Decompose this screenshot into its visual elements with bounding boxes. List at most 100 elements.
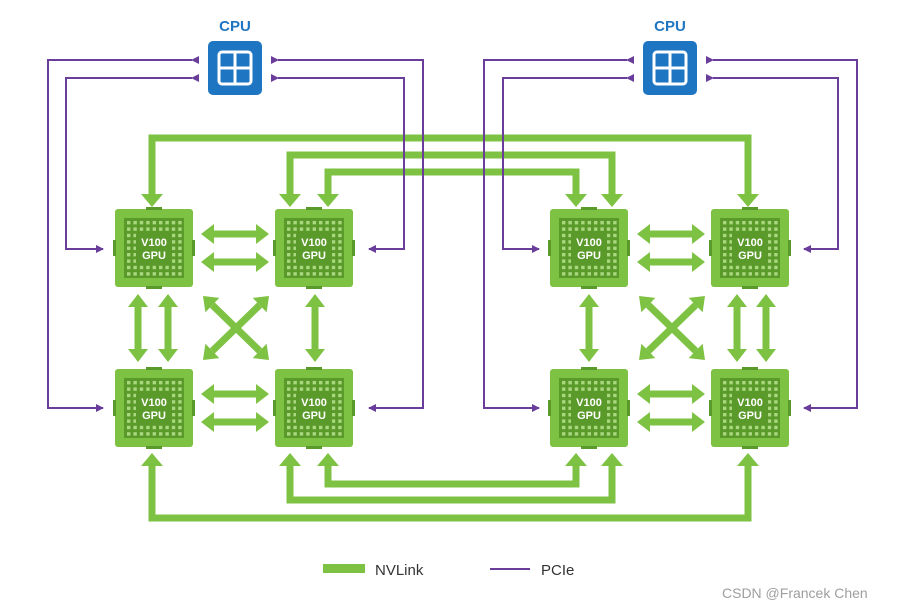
gpu-notch: [581, 446, 597, 449]
gpu-notch: [581, 367, 597, 370]
gpu-notch: [742, 286, 758, 289]
nvlink-left-bottom-h2-head: [256, 412, 269, 432]
nvlink-right-top-h2-head: [692, 252, 705, 272]
nvlink-left-v3-head: [305, 349, 325, 362]
nvlink-left-bottom-h2-head: [201, 412, 214, 432]
gpu-label-line2: GPU: [302, 250, 326, 262]
pcie-connections: [47, 56, 858, 412]
gpu-label-line1: V100: [737, 397, 763, 409]
nvlink-arrowhead: [279, 194, 301, 207]
nvlink-arrowhead: [565, 453, 587, 466]
gpu-notch: [113, 400, 116, 416]
nvlink-top-outer-loop: [148, 134, 752, 195]
gpu-label-line2: GPU: [738, 410, 762, 422]
nvlink-top-inner-loop: [324, 168, 580, 195]
nvlink-right-diag2-head: [688, 296, 705, 313]
nvlink-left-v1-head: [128, 294, 148, 307]
gpu-notch: [146, 446, 162, 449]
nvlink-right-diag1-head: [688, 343, 705, 360]
nvlink-left-v2-head: [158, 349, 178, 362]
gpu-label-plate: [732, 393, 768, 423]
cpu-label: CPU: [654, 18, 686, 35]
nvlink-arrowhead: [565, 194, 587, 207]
gpu-notch: [627, 400, 630, 416]
nvlink-left-top-h1-head: [201, 224, 214, 244]
nvlink-left-diag1-head: [203, 296, 220, 313]
nvlink-left-bottom-h1-head: [201, 384, 214, 404]
pcie-legend-label: PCIe: [541, 562, 574, 579]
gpu-notch: [146, 286, 162, 289]
gpu-label-plate: [136, 233, 172, 263]
nvlink-right-bottom-h2-head: [637, 412, 650, 432]
gpu-label-line2: GPU: [577, 410, 601, 422]
nvlink-legend-label: NVLink: [375, 562, 424, 579]
nvlink-right-v2-head: [727, 349, 747, 362]
nvlink-arrowhead: [141, 194, 163, 207]
nvlink-right-top-h2-head: [637, 252, 650, 272]
pcie-left-cpu-to-gpu-tl: [65, 74, 199, 253]
nvlink-bottom-middle-loop: [286, 464, 616, 504]
nvlink-right-bottom-h1-head: [637, 384, 650, 404]
pcie-right-cpu-to-gpu-tr: [706, 74, 839, 253]
legend: NVLink PCIe: [323, 562, 574, 579]
gpu-label-plate: [136, 393, 172, 423]
pcie-left-cpu-to-gpu-tr: [271, 74, 405, 253]
pcie-right-cpu-to-gpu-bl: [483, 56, 634, 412]
gpu-label-line1: V100: [301, 237, 327, 249]
nvlink-right-diag2: [645, 302, 699, 354]
nvlink-arrowhead: [737, 453, 759, 466]
nvlink-arrowhead: [601, 194, 623, 207]
gpu-label-line1: V100: [301, 397, 327, 409]
nvlink-left-v2-head: [158, 294, 178, 307]
gpu-notch: [352, 240, 355, 256]
nvlink-left-diag2-head: [203, 343, 220, 360]
gpu-label-plate: [296, 233, 332, 263]
nvlink-left-v1-head: [128, 349, 148, 362]
nvlink-arrowhead: [279, 453, 301, 466]
nvlink-left-diag2: [209, 302, 263, 354]
nvlink-bottom-outer-loop: [148, 464, 752, 522]
nvlink-right-v1-head: [579, 294, 599, 307]
gpu-notch: [709, 400, 712, 416]
gpu-notch: [273, 400, 276, 416]
nvlink-left-bottom-h1-head: [256, 384, 269, 404]
nvlink-right-bottom-h2-head: [692, 412, 705, 432]
cpu-label: CPU: [219, 18, 251, 35]
nvlink-arrowhead: [317, 194, 339, 207]
gpu-notch: [788, 400, 791, 416]
gpu-notch: [273, 240, 276, 256]
nvlink-left-top-h2-head: [201, 252, 214, 272]
gpu-notch: [742, 367, 758, 370]
pcie-right-cpu-to-gpu-br: [706, 56, 858, 412]
gpu-label-line1: V100: [141, 397, 167, 409]
nvlink-right-diag2-head: [639, 343, 656, 360]
cpu-node: CPU: [643, 18, 697, 95]
nvlink-right-top-h1-head: [637, 224, 650, 244]
nvlink-right-bottom-h1-head: [692, 384, 705, 404]
nvlink-right-v1-head: [579, 349, 599, 362]
gpu-notch: [581, 286, 597, 289]
gpu-notch: [306, 286, 322, 289]
gpu-label-line1: V100: [737, 237, 763, 249]
nvlink-arrowhead: [317, 453, 339, 466]
gpu-nodes: V100GPUV100GPUV100GPUV100GPUV100GPUV100G…: [113, 207, 791, 449]
gpu-notch: [548, 240, 551, 256]
gpu-notch: [788, 240, 791, 256]
cpu-node: CPU: [208, 18, 262, 95]
gpu-notch: [709, 240, 712, 256]
gpu-notch: [627, 240, 630, 256]
gpu-label-line2: GPU: [738, 250, 762, 262]
pcie-left-cpu-to-gpu-bl: [47, 56, 199, 412]
gpu-label-plate: [571, 393, 607, 423]
nvlink-left-top-h1-head: [256, 224, 269, 244]
nvlink-arrowhead: [141, 453, 163, 466]
nvlink-right-v2-head: [727, 294, 747, 307]
gpu-notch: [146, 367, 162, 370]
gpu-label-plate: [732, 233, 768, 263]
cpu-nodes: CPU CPU: [208, 18, 697, 95]
